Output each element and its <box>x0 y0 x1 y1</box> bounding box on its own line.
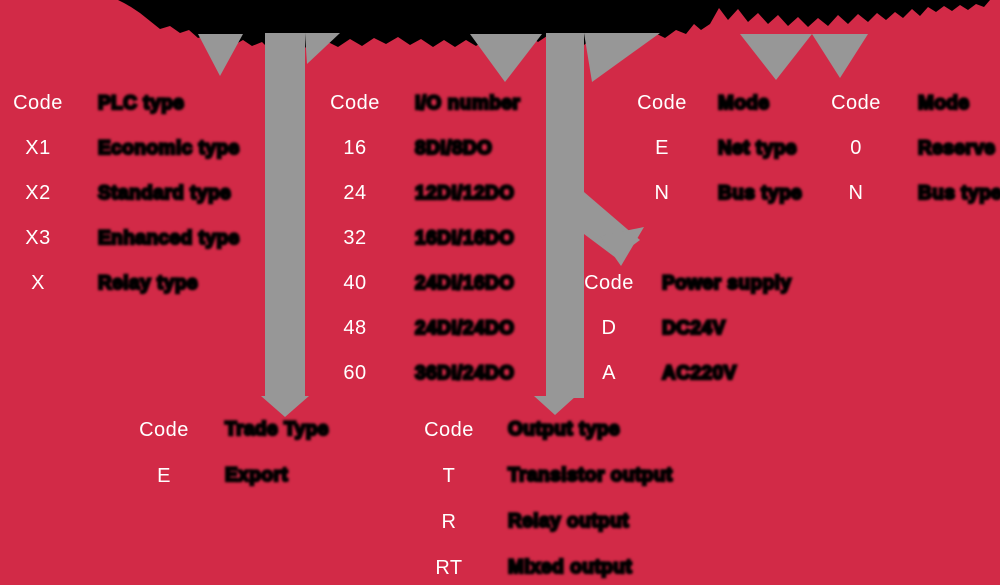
label-header: PLC type <box>97 91 185 114</box>
down-arrow-plc-type-icon <box>198 34 243 76</box>
label-value: Transistor output <box>507 464 674 487</box>
table-row: D DC24V <box>578 306 792 351</box>
power-supply-table: Code Power supply D DC24V A AC220V <box>578 261 792 396</box>
code-value: 24 <box>343 182 367 204</box>
label-value: Net type <box>717 136 798 159</box>
label-value: 16DI/16DO <box>414 226 515 249</box>
code-value: E <box>655 137 669 159</box>
code-value: X2 <box>25 182 51 204</box>
label-header: I/O number <box>414 91 521 114</box>
code-value: R <box>441 510 457 533</box>
code-value: N <box>654 182 670 204</box>
table-row: 60 36DI/24DO <box>325 351 520 396</box>
code-header: Code <box>584 272 634 294</box>
plc-type-table: Code PLC type X1 Economic type X2 Standa… <box>8 81 240 306</box>
table-header-row: Code Power supply <box>578 261 792 306</box>
table-row: 16 8DI/8DO <box>325 126 520 171</box>
table-header-row: Code Mode <box>826 81 1000 126</box>
model-number-banner <box>118 0 990 53</box>
table-header-row: Code Trade Type <box>133 407 330 453</box>
label-value: 36DI/24DO <box>414 361 515 384</box>
table-header-row: Code Mode <box>630 81 802 126</box>
code-value: 16 <box>343 137 367 159</box>
table-row: 0 Reserve <box>826 126 1000 171</box>
code-header: Code <box>424 418 474 441</box>
label-value: Standard type <box>97 181 232 204</box>
io-number-table: Code I/O number 16 8DI/8DO 24 12DI/12DO … <box>325 81 521 396</box>
code-value: 40 <box>343 272 367 294</box>
label-value: 12DI/12DO <box>414 181 515 204</box>
label-value: DC24V <box>661 316 727 339</box>
label-value: Mixed output <box>507 556 633 579</box>
table-row: 48 24DI/24DO <box>325 306 520 351</box>
label-value: 24DI/24DO <box>414 316 515 339</box>
code-value: X <box>31 272 45 294</box>
code-header: Code <box>330 92 380 114</box>
label-value: AC220V <box>661 361 738 384</box>
label-header: Power supply <box>661 271 792 294</box>
table-row: X1 Economic type <box>8 126 240 171</box>
code-header: Code <box>13 92 63 114</box>
label-value: Enhanced type <box>97 226 241 249</box>
down-arrow-output-type-icon <box>534 33 660 415</box>
code-value: E <box>157 464 171 487</box>
code-value: X1 <box>25 137 51 159</box>
code-value: 0 <box>850 137 862 159</box>
mode2-table: Code Mode 0 Reserve N Bus type <box>826 81 1000 216</box>
label-value: 24DI/16DO <box>414 271 515 294</box>
label-value: Export <box>224 464 289 487</box>
table-row: T Transistor output <box>418 453 674 499</box>
label-value: Relay output <box>507 510 630 533</box>
table-header-row: Code Output type <box>418 407 673 453</box>
table-row: E Net type <box>630 126 802 171</box>
label-header: Output type <box>507 418 621 441</box>
down-arrow-power-supply-icon <box>584 192 644 266</box>
label-value: Bus type <box>717 181 803 204</box>
label-value: Reserve <box>917 136 996 159</box>
code-value: A <box>602 362 616 384</box>
down-arrow-mode2-icon <box>812 34 868 78</box>
table-header-row: Code I/O number <box>325 81 521 126</box>
table-row: X Relay type <box>8 261 240 306</box>
down-arrow-mode1-icon <box>740 34 812 80</box>
table-row: E Export <box>133 453 329 499</box>
code-value: 32 <box>343 227 367 249</box>
code-value: T <box>442 464 456 487</box>
table-row: 32 16DI/16DO <box>325 216 520 261</box>
label-value: Bus type <box>917 181 1000 204</box>
table-row: X3 Enhanced type <box>8 216 240 261</box>
code-value: X3 <box>25 227 51 249</box>
down-arrow-io-number-icon <box>470 34 542 82</box>
code-header: Code <box>831 92 881 114</box>
output-type-table: Code Output type T Transistor output R R… <box>418 407 673 585</box>
down-arrow-trade-type-icon <box>261 33 340 417</box>
table-row: A AC220V <box>578 351 792 396</box>
table-row: RT Mixed output <box>418 545 673 585</box>
code-value: N <box>848 182 864 204</box>
code-header: Code <box>139 418 189 441</box>
table-header-row: Code PLC type <box>8 81 240 126</box>
table-row: N Bus type <box>630 171 803 216</box>
table-row: 24 12DI/12DO <box>325 171 520 216</box>
code-value: RT <box>435 556 463 579</box>
table-row: 40 24DI/16DO <box>325 261 520 306</box>
trade-type-table: Code Trade Type E Export <box>133 407 330 499</box>
mode1-table: Code Mode E Net type N Bus type <box>630 81 803 216</box>
code-header: Code <box>637 92 687 114</box>
code-value: 48 <box>343 317 367 339</box>
label-header: Mode <box>717 91 770 114</box>
table-row: N Bus type <box>826 171 1000 216</box>
label-value: 8DI/8DO <box>414 136 493 159</box>
table-row: X2 Standard type <box>8 171 240 216</box>
code-value: D <box>601 317 617 339</box>
label-value: Relay type <box>97 271 199 294</box>
code-value: 60 <box>343 362 367 384</box>
label-header: Trade Type <box>224 418 330 441</box>
table-row: R Relay output <box>418 499 673 545</box>
label-header: Mode <box>917 91 970 114</box>
label-value: Economic type <box>97 136 241 159</box>
